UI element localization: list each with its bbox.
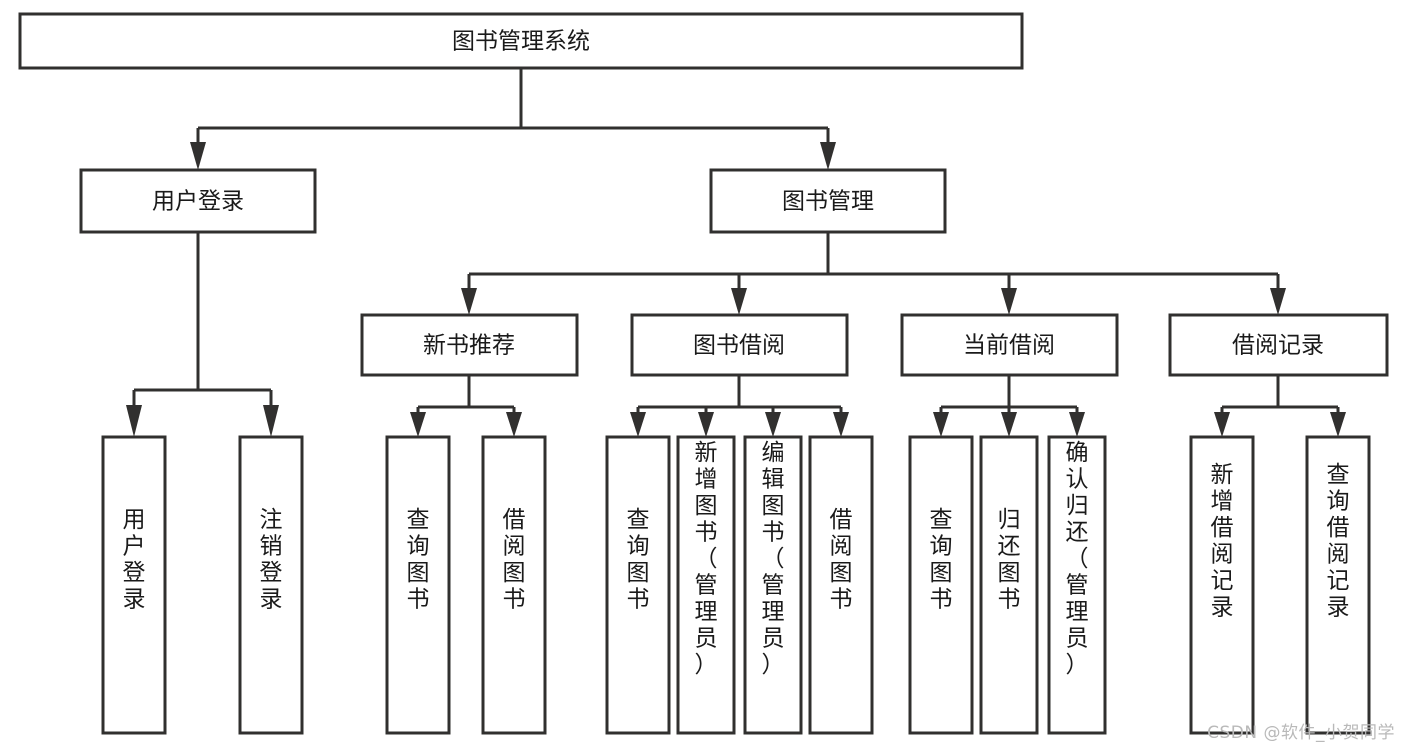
node-user-login-label: 用户登录 — [152, 189, 244, 215]
node-leaf-query-book-2-label: 查询图书 — [627, 507, 650, 613]
node-leaf-edit-book[interactable]: 编辑图书（管理员） — [743, 435, 803, 735]
node-root[interactable]: 图书管理系统 — [18, 12, 1024, 70]
node-current-borrow-label: 当前借阅 — [963, 333, 1055, 359]
node-root-label: 图书管理系统 — [452, 29, 590, 55]
arrow-book-borrow — [731, 288, 747, 315]
node-current-borrow-box[interactable] — [900, 313, 1119, 377]
node-leaf-query-book-3[interactable]: 查询图书 — [908, 435, 974, 735]
node-book-borrow-box[interactable] — [630, 313, 849, 377]
node-leaf-add-book[interactable]: 新增图书（管理员） — [676, 435, 736, 735]
arrow-leaf-user-login — [126, 405, 142, 437]
node-leaf-edit-book-label: 编辑图书（管理员） — [762, 440, 785, 678]
node-book-borrow-label: 图书借阅 — [693, 333, 785, 359]
arrow-query-record — [1330, 412, 1346, 437]
node-root-box[interactable] — [18, 12, 1024, 70]
node-leaf-query-book-3-box[interactable] — [908, 435, 974, 735]
node-book-manage-label: 图书管理 — [782, 189, 874, 215]
node-borrow-record[interactable]: 借阅记录 — [1168, 313, 1389, 377]
node-book-borrow[interactable]: 图书借阅 — [630, 313, 849, 377]
arrow-add-record — [1214, 412, 1230, 437]
node-book-manage[interactable]: 图书管理 — [709, 168, 947, 234]
node-leaf-add-record-box[interactable] — [1189, 435, 1255, 735]
node-leaf-borrow-book-2[interactable]: 借阅图书 — [808, 435, 874, 735]
node-leaf-user-login-label: 用户登录 — [123, 507, 146, 613]
arrow-confirm-return — [1069, 412, 1085, 437]
node-new-book-rec[interactable]: 新书推荐 — [360, 313, 579, 377]
arrow-add-book — [698, 412, 714, 437]
arrow-user-login — [190, 142, 206, 170]
arrow-borrow-book-2 — [833, 412, 849, 437]
node-leaf-return-book-box[interactable] — [979, 435, 1039, 735]
node-leaf-query-book-1-label: 查询图书 — [407, 507, 430, 613]
node-leaf-add-record[interactable]: 新增借阅记录 — [1189, 435, 1255, 735]
node-leaf-user-login-box[interactable] — [101, 435, 167, 735]
arrow-return-book — [1001, 412, 1017, 437]
arrow-query-book-1 — [410, 412, 426, 437]
node-borrow-record-label: 借阅记录 — [1232, 333, 1324, 359]
node-user-login-box[interactable] — [79, 168, 317, 234]
node-leaf-query-book-3-label: 查询图书 — [930, 507, 953, 613]
arrow-book-manage — [820, 142, 836, 170]
node-leaf-edit-book-box[interactable] — [743, 435, 803, 735]
node-leaf-add-book-label: 新增图书（管理员） — [695, 440, 718, 678]
arrow-query-book-3 — [933, 412, 949, 437]
node-leaf-add-record-label: 新增借阅记录 — [1211, 462, 1234, 621]
arrow-current-borrow — [1001, 288, 1017, 315]
node-leaf-add-book-box[interactable] — [676, 435, 736, 735]
node-leaf-confirm-return-box[interactable] — [1047, 435, 1107, 735]
arrow-borrow-book-1 — [506, 412, 522, 437]
node-new-book-rec-box[interactable] — [360, 313, 579, 377]
node-leaf-query-record-label: 查询借阅记录 — [1327, 462, 1350, 621]
node-leaf-borrow-book-1-box[interactable] — [481, 435, 547, 735]
edge-layer — [126, 68, 1346, 437]
arrow-borrow-record — [1270, 288, 1286, 315]
node-leaf-user-logout-box[interactable] — [238, 435, 304, 735]
node-leaf-borrow-book-2-box[interactable] — [808, 435, 874, 735]
node-leaf-query-book-1[interactable]: 查询图书 — [385, 435, 451, 735]
node-user-login[interactable]: 用户登录 — [79, 168, 317, 234]
node-book-manage-box[interactable] — [709, 168, 947, 234]
csdn-watermark: CSDN @软件_小贺同学 — [1207, 723, 1395, 743]
node-leaf-borrow-book-1-label: 借阅图书 — [503, 507, 526, 613]
arrow-query-book-2 — [630, 412, 646, 437]
node-borrow-record-box[interactable] — [1168, 313, 1389, 377]
node-leaf-user-login[interactable]: 用户登录 — [101, 435, 167, 735]
node-leaf-return-book[interactable]: 归还图书 — [979, 435, 1039, 735]
node-leaf-query-book-2[interactable]: 查询图书 — [605, 435, 671, 735]
node-leaf-confirm-return[interactable]: 确认归还（管理员） — [1047, 435, 1107, 735]
arrow-new-book-rec — [461, 288, 477, 315]
node-leaf-borrow-book-2-label: 借阅图书 — [830, 507, 853, 613]
node-leaf-return-book-label: 归还图书 — [998, 507, 1021, 613]
node-new-book-rec-label: 新书推荐 — [423, 333, 515, 359]
node-leaf-user-logout-label: 注销登录 — [260, 507, 283, 613]
node-leaf-confirm-return-label: 确认归还（管理员） — [1066, 440, 1089, 678]
node-leaf-query-book-2-box[interactable] — [605, 435, 671, 735]
node-leaf-borrow-book-1[interactable]: 借阅图书 — [481, 435, 547, 735]
node-leaf-query-record-box[interactable] — [1305, 435, 1371, 735]
arrow-leaf-user-logout — [263, 405, 279, 437]
node-current-borrow[interactable]: 当前借阅 — [900, 313, 1119, 377]
arrow-edit-book — [765, 412, 781, 437]
node-leaf-user-logout[interactable]: 注销登录 — [238, 435, 304, 735]
node-leaf-query-book-1-box[interactable] — [385, 435, 451, 735]
node-leaf-query-record[interactable]: 查询借阅记录 — [1305, 435, 1371, 735]
